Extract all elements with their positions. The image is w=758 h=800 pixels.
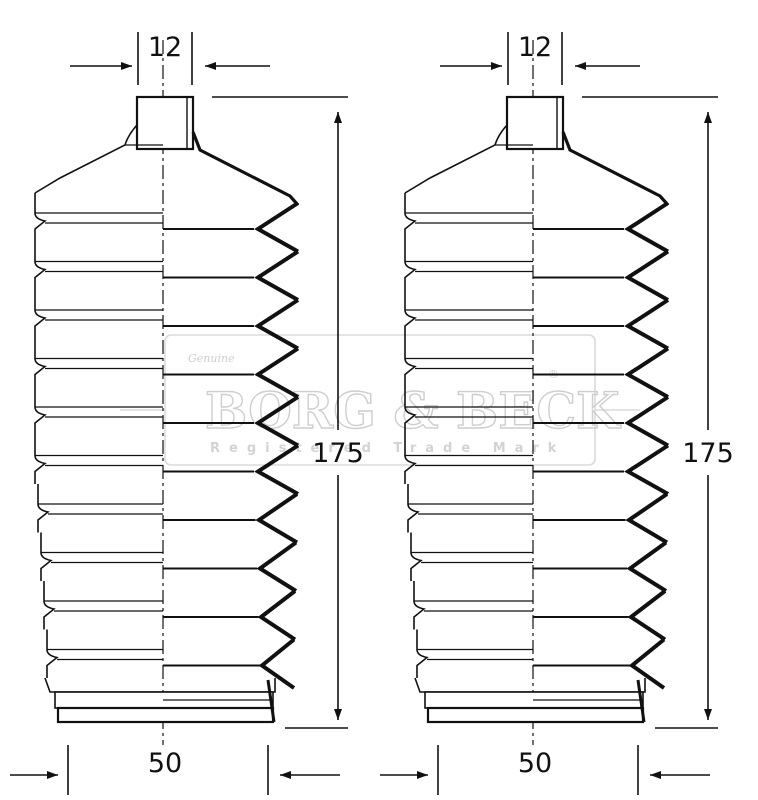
length-arrow-up-head — [334, 112, 342, 123]
dim-length: 175 — [312, 438, 364, 469]
collar-base — [426, 706, 645, 724]
section-wall-zigzag — [624, 443, 670, 496]
watermark-frame — [164, 334, 596, 466]
fold-left-outline — [404, 193, 417, 242]
fold-left-outline — [404, 241, 417, 290]
fold-left-outline — [34, 193, 47, 242]
fold-left-outline — [413, 581, 426, 630]
cone-section-right — [191, 131, 300, 207]
fold-left-outline — [34, 435, 47, 484]
base-arrow-left-head — [417, 771, 428, 779]
neck-cylinder — [135, 95, 195, 151]
section-wall-zigzag — [628, 637, 666, 690]
collar-upper — [44, 677, 276, 693]
base-arrow-left-head — [47, 771, 58, 779]
neck-arrow-left-head — [491, 62, 502, 70]
fold-left-outline — [40, 532, 53, 581]
fold-left-outline — [404, 338, 417, 387]
section-wall-zigzag — [254, 249, 300, 302]
section-wall-zigzag — [624, 249, 670, 302]
section-wall-zigzag — [254, 443, 300, 496]
fold-left-outline — [34, 338, 47, 387]
section-wall-zigzag — [257, 589, 297, 642]
neck-shoulder-left — [404, 124, 508, 194]
section-wall-zigzag — [626, 540, 668, 593]
section-wall-zigzag — [625, 492, 669, 545]
neck-arrow-right-head — [575, 62, 586, 70]
neck-arrow-left-head — [121, 62, 132, 70]
section-wall-zigzag — [254, 395, 300, 448]
fold-left-outline — [43, 581, 56, 630]
fold-left-outline — [410, 532, 423, 581]
section-wall-zigzag — [624, 298, 670, 351]
section-wall-zigzag — [624, 346, 670, 399]
section-wall-zigzag — [624, 201, 670, 254]
section-wall-zigzag — [627, 589, 667, 642]
length-arrow-down-head — [704, 709, 712, 720]
fold-left-outline — [37, 484, 50, 533]
section-wall-zigzag — [254, 201, 300, 254]
length-arrow-up-head — [704, 112, 712, 123]
fold-left-outline — [34, 290, 47, 339]
cone-section-right — [561, 131, 670, 207]
borg-beck-watermark: Genuine BORG & BECK ® Registered Trade M… — [120, 334, 640, 466]
section-wall-zigzag — [624, 395, 670, 448]
section-wall-zigzag — [254, 346, 300, 399]
watermark-script: Genuine — [188, 352, 235, 365]
dim-length: 175 — [682, 438, 734, 469]
neck-shoulder-left — [34, 124, 138, 194]
steering-boot-left: 12 175 50 — [10, 32, 364, 795]
fold-left-outline — [34, 241, 47, 290]
section-wall-zigzag — [255, 492, 299, 545]
section-wall-zigzag — [256, 540, 298, 593]
dim-base-width: 50 — [518, 748, 552, 779]
watermark-subtitle: Registered Trade Mark — [210, 441, 565, 456]
watermark-brand: BORG & BECK — [205, 381, 621, 440]
collar-base — [56, 706, 275, 724]
base-arrow-right-head — [280, 771, 291, 779]
length-arrow-down-head — [334, 709, 342, 720]
fold-left-outline — [416, 629, 429, 678]
collar-section-edge — [266, 679, 276, 723]
section-wall-zigzag — [258, 637, 296, 690]
dim-neck-width: 12 — [148, 32, 182, 63]
dim-base-width: 50 — [148, 748, 182, 779]
base-arrow-right-head — [650, 771, 661, 779]
collar-section-edge — [636, 679, 646, 723]
neck-cylinder — [505, 95, 565, 151]
fold-left-outline — [407, 484, 420, 533]
collar-upper — [414, 677, 646, 693]
section-wall-zigzag — [254, 298, 300, 351]
neck-arrow-right-head — [205, 62, 216, 70]
fold-left-outline — [404, 290, 417, 339]
dim-neck-width: 12 — [518, 32, 552, 63]
fold-left-outline — [34, 387, 47, 436]
steering-boot-right: 12 175 50 — [380, 32, 734, 795]
fold-left-outline — [46, 629, 59, 678]
